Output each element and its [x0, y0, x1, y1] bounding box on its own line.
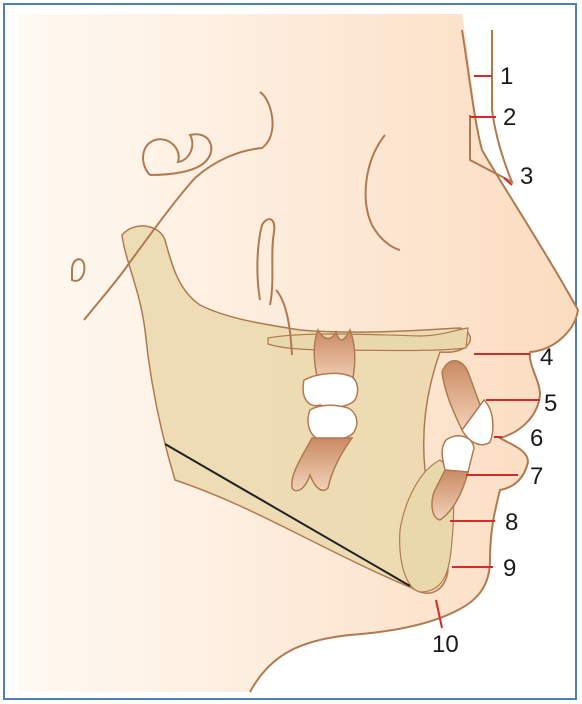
measurement-label-4: 4 [540, 344, 553, 371]
measurement-label-7: 7 [530, 463, 543, 490]
measurement-label-1: 1 [500, 63, 513, 90]
measurement-label-2: 2 [503, 104, 516, 131]
measurement-label-9: 9 [503, 555, 516, 582]
measurement-label-3: 3 [520, 163, 533, 190]
measurement-label-10: 10 [432, 631, 459, 658]
measurement-label-5: 5 [544, 390, 557, 417]
measurement-label-8: 8 [505, 509, 518, 536]
measurement-label-6: 6 [530, 425, 543, 452]
